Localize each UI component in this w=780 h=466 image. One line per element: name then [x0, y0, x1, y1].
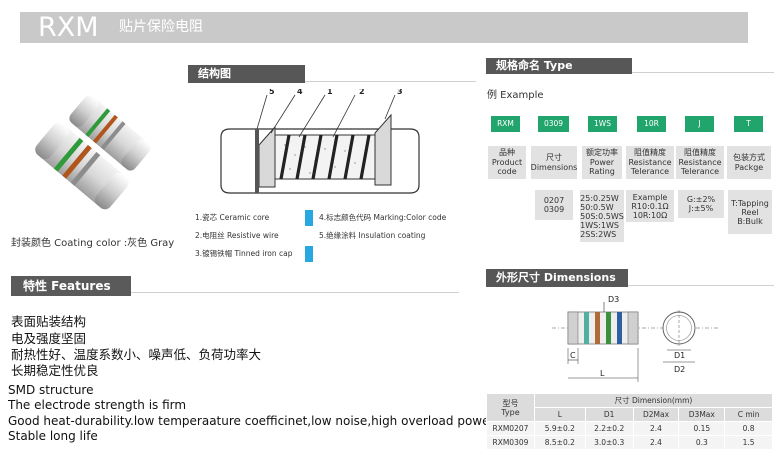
features-heading: 特性 Features	[11, 276, 131, 296]
construction-drawing: 5 4 1 2 3	[220, 89, 420, 194]
legend-item-tinned-iron-cap: 3.镀锡铁帽 Tinned iron cap	[188, 246, 306, 262]
construction-heading: 结构图 Construction	[188, 65, 305, 98]
example-label: 例 Example	[487, 90, 544, 101]
legend-item-marking: 4.标志颜色代码 Marking:Color code	[319, 213, 447, 222]
feature-en-line: The electrode strength is firm	[8, 398, 187, 412]
legend-item-ceramic-core: 1.瓷芯 Ceramic core	[188, 210, 306, 226]
dim-band-blue	[617, 312, 622, 344]
feature-cn-line: 电及强度坚固	[11, 331, 87, 346]
code-product: RXM	[491, 116, 520, 132]
construction-rule	[188, 81, 476, 82]
callout-2: 2	[359, 89, 365, 96]
code-resistance: 10R	[637, 116, 666, 132]
values-tolerance: G:±2%J:±5%	[678, 190, 724, 218]
construction-legend: 1.瓷芯 Ceramic core 2.电阻丝 Resistive wire 3…	[188, 210, 476, 262]
photo-band-gray	[100, 121, 126, 150]
feature-en-line: Stable long life	[8, 429, 98, 443]
table-row: RXM0309 8.5±0.2 3.0±0.3 2.4 0.3 1.5	[486, 435, 773, 450]
code-dimensions: 0309	[538, 116, 569, 132]
legend-item-insulation: 5.绝缘涂料 Insulation coating	[319, 231, 426, 240]
designation-heading: 规格命名 Type Designation	[486, 58, 632, 88]
header-l: L	[533, 407, 586, 422]
label-d3: D3	[608, 295, 619, 304]
brand-title: RXM	[38, 12, 99, 43]
photo-band-green	[85, 108, 111, 138]
feature-cn-line: 耐热性好、温度系数小、噪声低、负荷功率大	[11, 347, 262, 362]
header-d1: D1	[584, 407, 634, 422]
feature-en-line: Good heat-durability.low temperaature co…	[8, 414, 498, 428]
code-power: 1WS	[588, 116, 617, 132]
label-l: L	[600, 369, 605, 378]
feature-cn-line: 长期稳定性优良	[11, 363, 99, 378]
legend-strip	[305, 246, 313, 262]
callout-5: 5	[269, 89, 275, 96]
table-row: RXM0207 5.9±0.2 2.2±0.2 2.4 0.15 0.8	[486, 421, 773, 436]
callout-4: 4	[297, 89, 303, 96]
header-d3max: D3Max	[678, 407, 726, 422]
header-d2max: D2Max	[632, 407, 680, 422]
callout-1: 1	[327, 89, 333, 96]
coating-color-label: 封装颜色 Coating color :灰色 Gray	[11, 238, 175, 249]
features-rule	[131, 292, 459, 293]
header-cmin: C min	[724, 407, 773, 422]
dim-band-brown	[595, 312, 600, 344]
label-d2: D2	[674, 365, 685, 374]
dimensions-heading: 外形尺寸 Dimensions	[486, 269, 628, 287]
legend-item-resistive-wire: 2.电阻丝 Resistive wire	[188, 228, 306, 244]
code-tolerance: J	[685, 116, 714, 132]
product-title: 贴片保险电阻	[119, 19, 203, 35]
code-packing: T	[734, 116, 763, 132]
dim-band-teal	[584, 312, 589, 344]
photo-band-brown	[92, 114, 118, 144]
dimensions-drawing: D3 C L D1 D2	[552, 295, 718, 382]
header-dimension-group: 尺寸 Dimension(mm)	[533, 393, 774, 408]
dim-band-green	[606, 312, 611, 344]
title-banner	[20, 12, 748, 43]
marking-band	[255, 129, 259, 193]
callout-3: 3	[397, 89, 403, 96]
label-d1: D1	[674, 351, 685, 360]
legend-strip	[305, 210, 313, 226]
feature-en-line: SMD structure	[8, 383, 94, 397]
feature-cn-line: 表面贴装结构	[11, 314, 87, 329]
label-c: C	[570, 351, 576, 360]
resistor-photo	[35, 95, 151, 210]
dimensions-rule	[486, 285, 774, 286]
